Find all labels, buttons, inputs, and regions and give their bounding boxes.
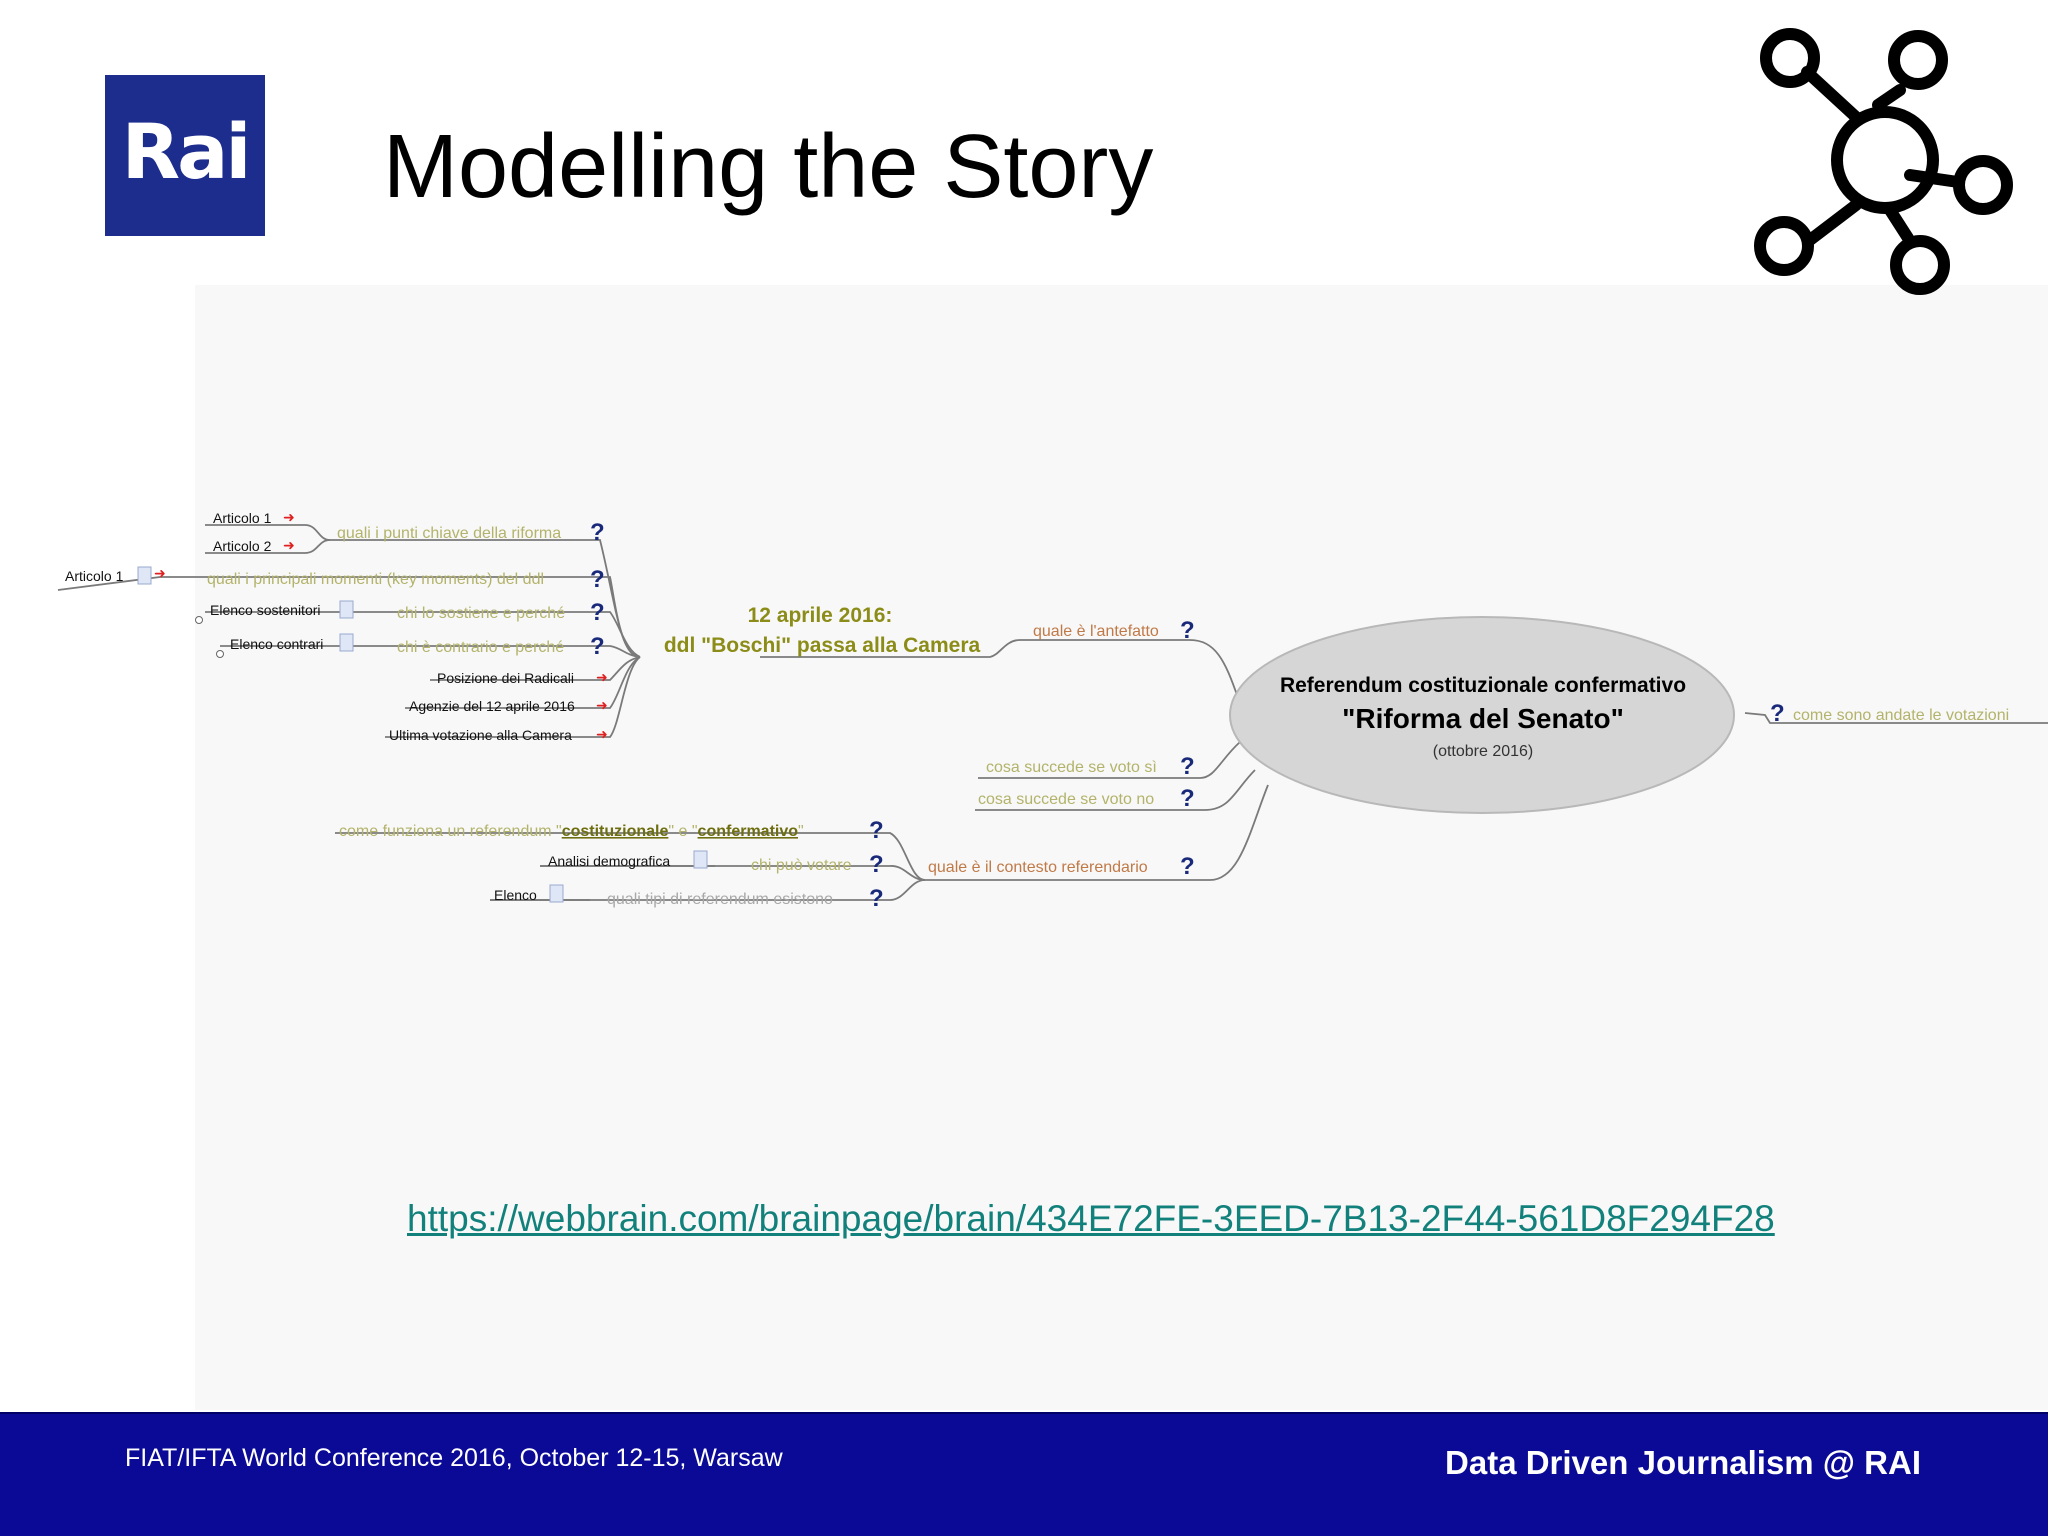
link-agenzie: Agenzie del 12 aprile 2016 <box>409 698 575 714</box>
question-voto-si: cosa succede se voto sì <box>986 759 1157 776</box>
question-come-funziona: come funziona un referendum "costituzion… <box>339 823 804 840</box>
footer-bar: FIAT/IFTA World Conference 2016, October… <box>0 1412 2048 1536</box>
question-mark-icon: ? <box>590 566 605 593</box>
leaf-contrari: Elenco contrari <box>230 636 323 652</box>
document-icon <box>137 566 152 585</box>
leaf-analisi-demografica: Analisi demografica <box>548 853 670 869</box>
mindmap-canvas <box>195 285 2048 1410</box>
footer-conference: FIAT/IFTA World Conference 2016, October… <box>125 1444 783 1472</box>
question-key-moments: quali i principali momenti (key moments)… <box>207 571 544 588</box>
question-voto-no: cosa succede se voto no <box>978 791 1154 808</box>
question-mark-icon: ? <box>1180 753 1195 780</box>
central-node-line1: Referendum costituzionale confermativo <box>1280 674 1686 697</box>
question-punti-chiave: quali i punti chiave della riforma <box>337 525 561 542</box>
question-sostiene: chi lo sostiene e perché <box>397 605 565 622</box>
arrow-icon: ➜ <box>596 669 608 685</box>
hub-line1: 12 aprile 2016: <box>748 604 893 627</box>
question-chi-vota: chi può votare <box>751 857 852 874</box>
arrow-icon: ➜ <box>283 509 295 525</box>
question-mark-icon: ? <box>590 519 605 546</box>
link-radicali: Posizione dei Radicali <box>437 670 574 686</box>
question-mark-icon: ? <box>590 599 605 626</box>
question-mark-icon: ? <box>869 885 884 912</box>
document-icon <box>693 850 708 869</box>
arrow-icon: ➜ <box>283 537 295 553</box>
document-icon <box>339 633 354 652</box>
leaf-sostenitori: Elenco sostenitori <box>210 602 321 618</box>
document-icon <box>339 600 354 619</box>
arrow-icon: ➜ <box>596 697 608 713</box>
question-tipi-referendum: quali tipi di referendum esistono <box>607 891 833 908</box>
network-icon <box>1754 28 2013 295</box>
footer-brand: Data Driven Journalism @ RAI <box>1445 1444 1921 1481</box>
slide-title: Modelling the Story <box>383 117 1154 217</box>
collapse-dot-icon <box>195 616 203 624</box>
question-mark-icon: ? <box>1180 785 1195 812</box>
question-mark-icon: ? <box>1770 700 1785 727</box>
collapse-dot-icon <box>216 650 224 658</box>
central-node-line3: (ottobre 2016) <box>1433 743 1534 760</box>
link-ultima-votazione: Ultima votazione alla Camera <box>389 727 572 743</box>
arrow-icon: ➜ <box>154 565 166 581</box>
document-icon <box>549 884 564 903</box>
leaf-articolo-1: Articolo 1 <box>213 510 272 526</box>
mindmap-central-node <box>1229 616 1735 814</box>
question-mark-icon: ? <box>1180 617 1195 644</box>
branch-contesto: quale è il contesto referendario <box>928 859 1148 876</box>
branch-antefatto: quale è l'antefatto <box>1033 623 1159 640</box>
question-mark-icon: ? <box>869 851 884 878</box>
arrow-icon: ➜ <box>596 726 608 742</box>
webbrain-link[interactable]: https://webbrain.com/brainpage/brain/434… <box>407 1198 1775 1239</box>
leaf-elenco: Elenco <box>494 887 537 903</box>
leaf-articolo-2: Articolo 2 <box>213 538 272 554</box>
question-mark-icon: ? <box>590 633 605 660</box>
hub-line2: ddl "Boschi" passa alla Camera <box>664 634 981 657</box>
question-contrario: chi è contrario e perché <box>397 639 564 656</box>
leaf-articolo-1-far: Articolo 1 <box>65 568 124 584</box>
rai-logo: Rai <box>105 75 265 236</box>
branch-votazioni: come sono andate le votazioni <box>1793 707 2009 724</box>
central-node-line2: "Riforma del Senato" <box>1342 703 1624 734</box>
question-mark-icon: ? <box>869 817 884 844</box>
rai-logo-text: Rai <box>121 107 252 196</box>
question-mark-icon: ? <box>1180 853 1195 880</box>
